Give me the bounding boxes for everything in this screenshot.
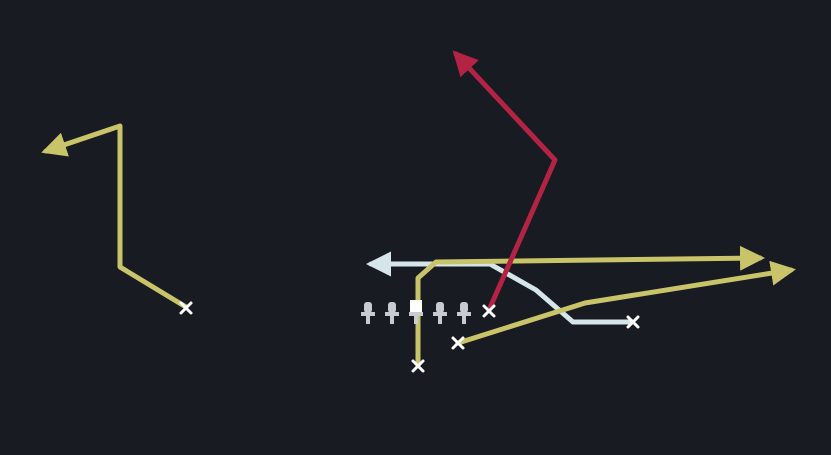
player-x-running-back [451, 336, 465, 350]
player-x-tight-end [411, 359, 425, 373]
player-x-slot-receiver [482, 304, 496, 318]
player-x-left-receiver [179, 301, 193, 315]
lineman-left-tackle [361, 302, 375, 324]
right-slot-route [455, 260, 796, 346]
lineman-right-tackle [457, 302, 471, 324]
center-symbol [409, 300, 423, 324]
center-left-long-route [415, 245, 765, 368]
skill-players [179, 301, 640, 373]
left-receiver-route [41, 123, 189, 310]
routes-layer [41, 50, 796, 368]
lineman-right-guard [433, 302, 447, 324]
post-corner-route [452, 50, 558, 313]
offensive-line [361, 300, 471, 324]
lineman-left-guard [385, 302, 399, 324]
player-x-right-receiver [626, 315, 640, 329]
